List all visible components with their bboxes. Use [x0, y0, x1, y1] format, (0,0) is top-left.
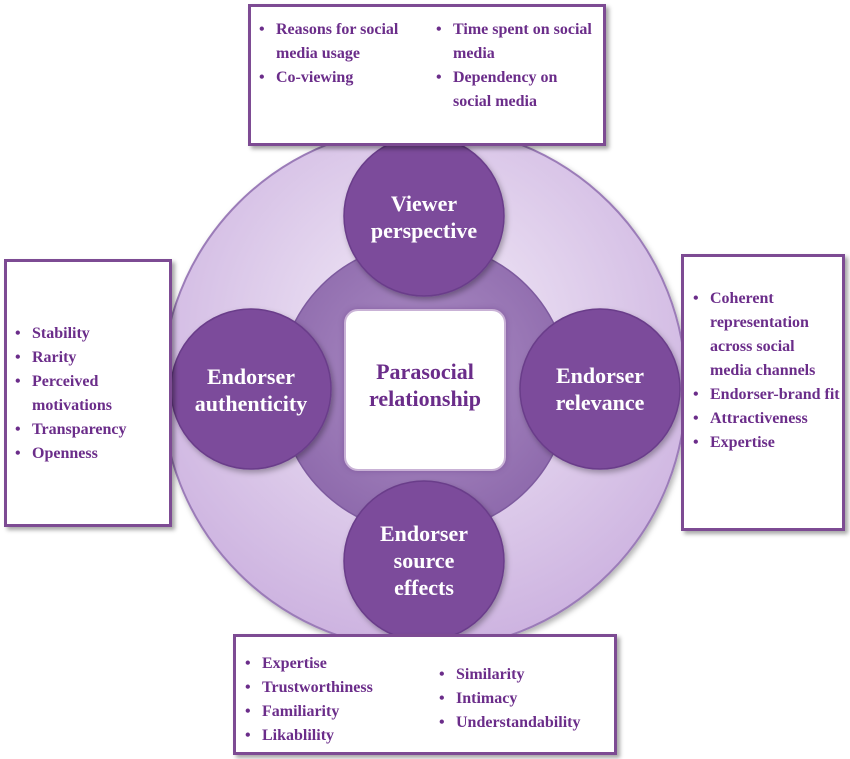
list-item: Openness [12, 442, 168, 466]
list-item: Attractiveness [690, 407, 840, 431]
endorser-authenticity-line1: Endorser [207, 364, 295, 389]
center-label-line2: relationship [368, 386, 482, 411]
endorser-source-effects-right-list: Similarity Intimacy Understandability [436, 663, 614, 735]
list-item: Understandability [436, 711, 614, 735]
viewer-perspective-line2: perspective [370, 218, 478, 243]
list-item: Co-viewing [256, 66, 426, 90]
list-item: Endorser-brand fit [690, 383, 840, 407]
endorser-authenticity-list: Stability Rarity Perceived motivations T… [12, 322, 168, 466]
list-item: Intimacy [436, 687, 614, 711]
endorser-authenticity-line2: authenticity [194, 391, 308, 416]
endorser-source-effects-line2: source [393, 548, 455, 573]
viewer-perspective-label: Viewer perspective [344, 190, 504, 244]
list-item: Expertise [242, 652, 432, 676]
endorser-source-effects-left-list: Expertise Trustworthiness Familiarity Li… [242, 652, 432, 748]
circle-endorser-relevance [519, 308, 681, 470]
list-item: Dependency on social media [433, 66, 595, 114]
endorser-source-effects-label: Endorser source effects [344, 520, 504, 601]
endorser-relevance-label: Endorser relevance [520, 362, 680, 416]
list-item: Expertise [690, 431, 840, 455]
endorser-relevance-list: Coherent representation across social me… [690, 287, 840, 455]
viewer-perspective-box: Reasons for social media usage Co-viewin… [248, 4, 606, 146]
viewer-perspective-right-list: Time spent on social media Dependency on… [433, 18, 595, 114]
endorser-relevance-box: Coherent representation across social me… [681, 254, 845, 531]
endorser-relevance-line1: Endorser [556, 363, 644, 388]
list-item: Stability [12, 322, 168, 346]
center-box [344, 309, 506, 471]
list-item: Time spent on social media [433, 18, 595, 66]
list-item: Coherent representation across social me… [690, 287, 840, 383]
viewer-perspective-line1: Viewer [390, 191, 458, 216]
list-item: Reasons for social media usage [256, 18, 426, 66]
endorser-relevance-line2: relevance [555, 390, 645, 415]
list-item: Perceived motivations [12, 370, 168, 418]
viewer-perspective-left-list: Reasons for social media usage Co-viewin… [256, 18, 426, 90]
list-item: Likablility [242, 724, 432, 748]
endorser-source-effects-box: Expertise Trustworthiness Familiarity Li… [233, 634, 617, 755]
endorser-authenticity-label: Endorser authenticity [171, 363, 331, 417]
center-label: Parasocial relationship [344, 358, 506, 412]
endorser-authenticity-box: Stability Rarity Perceived motivations T… [4, 259, 172, 527]
list-item: Trustworthiness [242, 676, 432, 700]
list-item: Similarity [436, 663, 614, 687]
list-item: Transparency [12, 418, 168, 442]
list-item: Familiarity [242, 700, 432, 724]
endorser-source-effects-line1: Endorser [380, 521, 468, 546]
center-label-line1: Parasocial [376, 359, 474, 384]
list-item: Rarity [12, 346, 168, 370]
endorser-source-effects-line3: effects [394, 575, 454, 600]
